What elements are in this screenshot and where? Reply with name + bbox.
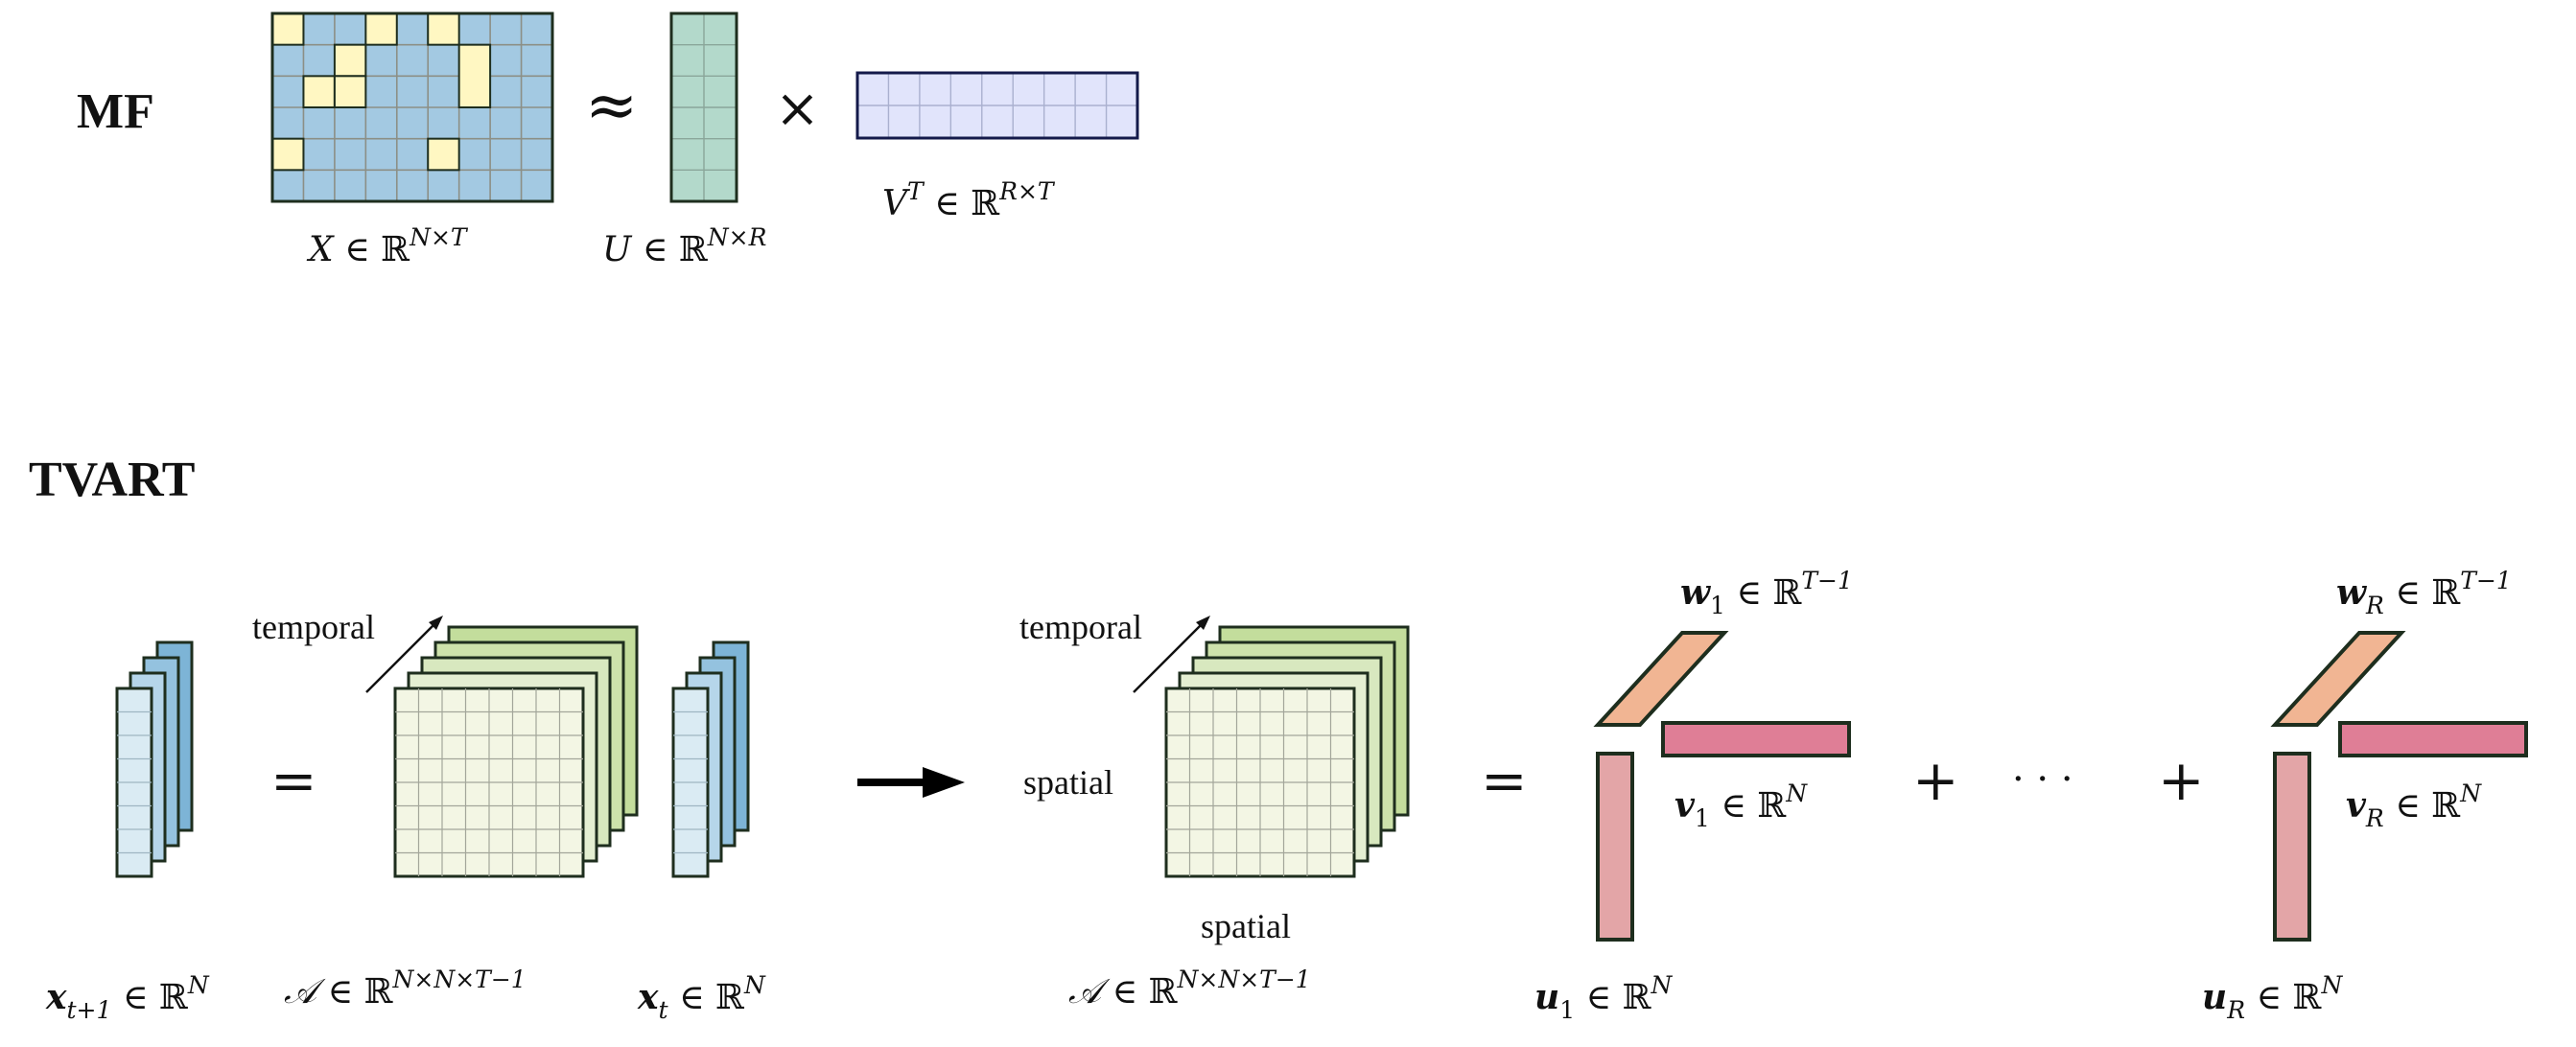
- temporal-arrow-left: [365, 616, 443, 693]
- mf-title: MF: [77, 84, 154, 139]
- x-matrix-border: [270, 12, 554, 203]
- spatial-label-bottom: spatial: [1201, 907, 1291, 945]
- x-matrix-missing-entries: [271, 12, 492, 172]
- u-matrix-grid: [671, 13, 737, 201]
- missing-entry: [271, 137, 305, 172]
- u1-factor: [1596, 752, 1634, 942]
- temporal-arrow-right: [1133, 616, 1210, 693]
- tensor-a-right: [1164, 625, 1410, 878]
- u-matrix-label: U ∈ ℝN×R: [602, 223, 766, 269]
- missing-entry: [333, 43, 367, 78]
- transform-arrow: [857, 767, 965, 798]
- v1-label: v1 ∈ ℝN: [1674, 779, 1808, 832]
- missing-entry: [302, 75, 336, 109]
- w1-label: w1 ∈ ℝT−1: [1680, 567, 1853, 619]
- vr-label: vR ∈ ℝN: [2346, 779, 2482, 832]
- x-matrix-label: X ∈ ℝN×T: [306, 223, 469, 269]
- temporal-label-left: temporal: [252, 608, 375, 646]
- u-matrix-border: [669, 12, 738, 203]
- x-t-plus-1-label: xt+1 ∈ ℝN: [45, 971, 210, 1024]
- temporal-label-right: temporal: [1019, 608, 1142, 646]
- times-sign: ×: [775, 78, 820, 140]
- u-matrix: [669, 12, 738, 203]
- missing-entry: [364, 12, 398, 46]
- plus-sign-1: +: [1912, 748, 1959, 813]
- v1-factor: [1661, 721, 1851, 757]
- wr-factor: [2270, 631, 2406, 727]
- ur-label: uR ∈ ℝN: [2202, 971, 2343, 1024]
- ellipsis: · · ·: [2012, 757, 2073, 802]
- missing-entry: [427, 12, 460, 46]
- vt-matrix-border: [855, 71, 1139, 140]
- missing-entry: [271, 12, 305, 46]
- a-right-label: 𝒜 ∈ ℝN×N×T−1: [1068, 966, 1311, 1012]
- x-t-label: xt ∈ ℝN: [637, 971, 766, 1024]
- rank-one-component-1: [1593, 631, 1851, 942]
- wr-label: wR ∈ ℝT−1: [2336, 567, 2512, 619]
- vector-stack-x-t: [671, 640, 750, 878]
- tvart-title: TVART: [29, 453, 196, 507]
- a-left-label: 𝒜 ∈ ℝN×N×T−1: [284, 966, 527, 1012]
- spatial-label-side: spatial: [1023, 763, 1113, 802]
- ur-factor: [2273, 752, 2311, 942]
- vr-factor: [2338, 721, 2528, 757]
- u1-label: u1 ∈ ℝN: [1534, 971, 1674, 1024]
- vector-stack-x-t-plus-1: [115, 640, 194, 878]
- missing-entry: [457, 43, 492, 109]
- x-matrix: [270, 12, 554, 203]
- vt-matrix-grid: [857, 73, 1137, 138]
- tensor-a-left: [393, 625, 639, 878]
- plus-sign-2: +: [2158, 748, 2205, 813]
- approx-sign: ≈: [585, 68, 638, 142]
- equals-sign-1: =: [270, 748, 317, 813]
- w1-factor: [1593, 631, 1729, 727]
- vt-matrix: [855, 71, 1139, 140]
- missing-entry: [333, 75, 367, 109]
- vt-matrix-label: VT ∈ ℝR×T: [882, 177, 1056, 223]
- missing-entry: [427, 137, 460, 172]
- rank-one-component-r: [2270, 631, 2528, 942]
- equals-sign-2: =: [1481, 748, 1528, 813]
